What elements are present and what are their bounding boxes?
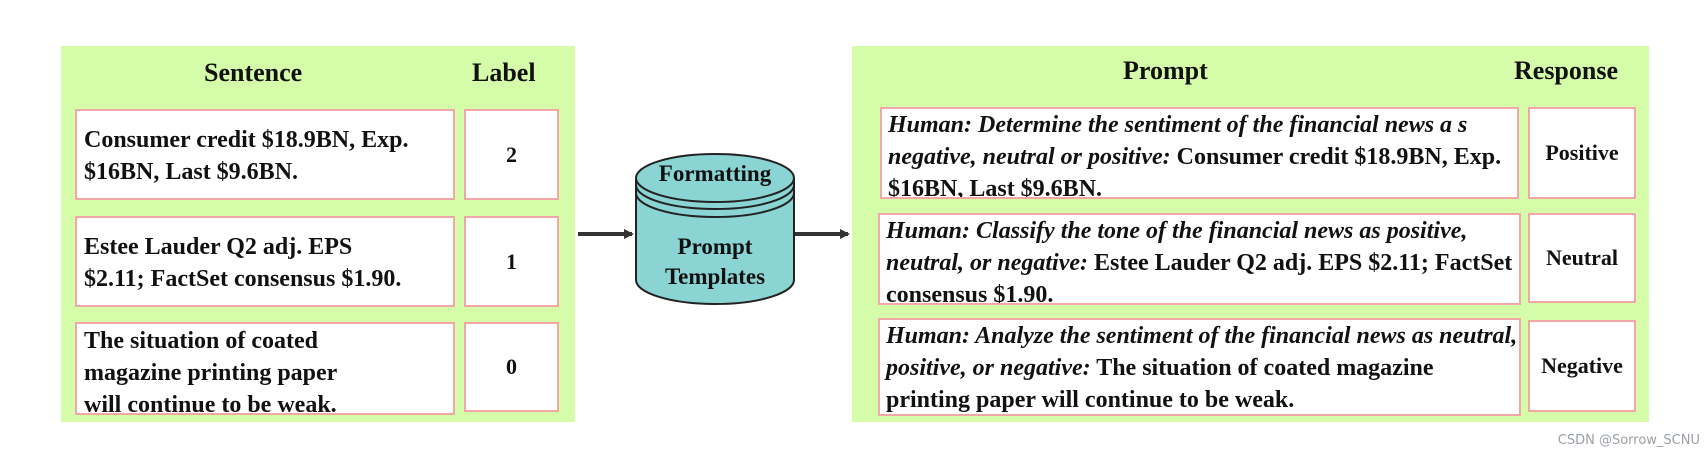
prompt-cell-1: Human: Determine the sentiment of the fi… [880, 107, 1519, 199]
cylinder-top-label: Formatting [658, 161, 772, 186]
prompt-instruction-1: Human: Determine the sentiment of the fi… [888, 112, 1468, 170]
response-cell-2: Neutral [1528, 213, 1636, 303]
prompt-sentence-1: Consumer credit $18.9BN, Exp. $16BN, Las… [888, 144, 1502, 199]
prompt-sentence-2: Estee Lauder Q2 adj. EPS $2.11; FactSet … [886, 250, 1513, 305]
header-sentence: Sentence [204, 58, 303, 87]
header-prompt: Prompt [1123, 56, 1208, 85]
sentence-cell-1: Consumer credit $18.9BN, Exp. $16BN, Las… [75, 109, 455, 200]
label-cell-3: 0 [464, 322, 559, 412]
prompt-cell-2: Human: Classify the tone of the financia… [878, 213, 1521, 305]
cylinder-label-line2: Templates [664, 264, 766, 289]
header-label: Label [472, 58, 536, 87]
prompt-instruction-3: Human: Analyze the sentiment of the fina… [886, 323, 1518, 381]
label-cell-2: 1 [464, 216, 559, 307]
sentence-cell-2: Estee Lauder Q2 adj. EPS $2.11; FactSet … [75, 216, 455, 307]
prompt-cell-3: Human: Analyze the sentiment of the fina… [878, 318, 1521, 416]
label-cell-1: 2 [464, 109, 559, 200]
database-cylinder-icon [635, 153, 795, 305]
prompt-sentence-3: The situation of coated magazine printin… [886, 355, 1434, 413]
watermark: CSDN @Sorrow_SCNU [1557, 433, 1700, 448]
header-response: Response [1514, 56, 1619, 85]
response-cell-1: Positive [1528, 107, 1636, 199]
prompt-instruction-2: Human: Classify the tone of the financia… [886, 218, 1468, 276]
cylinder-label-line1: Prompt [677, 234, 753, 259]
response-cell-3: Negative [1528, 320, 1636, 412]
sentence-cell-3: The situation of coated magazine printin… [75, 322, 455, 415]
flow-graphic [578, 153, 850, 305]
